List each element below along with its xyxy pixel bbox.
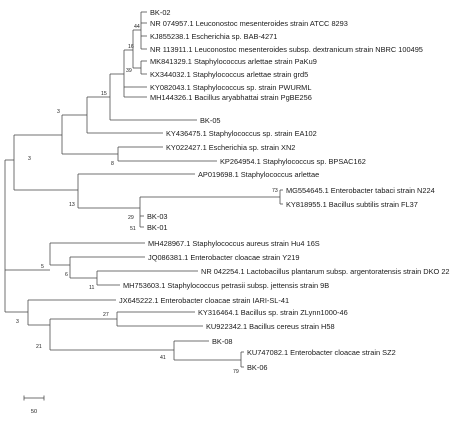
branch-clade-44 bbox=[132, 29, 141, 69]
leaf-label: MH753603.1 Staphylococcus petrasii subsp… bbox=[123, 281, 329, 290]
leaf-label: KU922342.1 Bacillus cereus strain H58 bbox=[206, 322, 335, 331]
leaf-label: BK-01 bbox=[147, 223, 168, 232]
leaf-label: KP264954.1 Staphylococcus sp. BPSAC162 bbox=[220, 157, 366, 166]
bootstrap-value: 6 bbox=[65, 272, 68, 278]
branch-ap019698 bbox=[77, 173, 195, 208]
bootstrap-value: 3 bbox=[16, 319, 19, 325]
bootstrap-value: 3 bbox=[28, 156, 31, 162]
leaf-label: AP019698.1 Staphylococcus arlettae bbox=[198, 170, 319, 179]
branch-clade-39 bbox=[109, 73, 124, 120]
branch-clade-29 bbox=[139, 196, 280, 216]
leaf-label: BK-05 bbox=[200, 116, 221, 125]
leaf-label: KY022427.1 Escherichia sp. strain XN2 bbox=[166, 143, 295, 152]
branch-ky316464 bbox=[116, 311, 195, 326]
leaf-label: MG554645.1 Enterobacter tabaci strain N2… bbox=[286, 186, 435, 195]
leaf-label: KY818955.1 Bacillus subtilis strain FL37 bbox=[286, 200, 418, 209]
bootstrap-value: 44 bbox=[134, 24, 140, 30]
bootstrap-value: 39 bbox=[126, 68, 132, 74]
branch-root bbox=[4, 159, 14, 270]
bootstrap-value: 8 bbox=[111, 161, 114, 167]
bootstrap-value: 51 bbox=[130, 226, 136, 232]
leaf-labels: BK-02 NR 074957.1 Leuconostoc mesenteroi… bbox=[119, 8, 450, 372]
bootstrap-value: 15 bbox=[101, 91, 107, 97]
leaf-label: KY316464.1 Bacillus sp. strain ZLynn1000… bbox=[198, 308, 348, 317]
branch-ku747082 bbox=[240, 351, 244, 367]
branch-bk02 bbox=[140, 11, 147, 49]
leaf-label: NR 074957.1 Leuconostoc mesenteroides st… bbox=[150, 19, 348, 28]
branches bbox=[4, 11, 283, 368]
bootstrap-value: 3 bbox=[57, 109, 60, 115]
leaf-label: BK-02 bbox=[150, 8, 171, 17]
branch-jx645222 bbox=[27, 299, 116, 325]
scale-bar: 50 bbox=[23, 395, 45, 415]
branch-bk08 bbox=[173, 340, 209, 360]
leaf-label: MH428967.1 Staphylococcus aureus strain … bbox=[148, 239, 320, 248]
bootstrap-value: 79 bbox=[233, 369, 239, 375]
branch-ky022427 bbox=[117, 146, 163, 161]
scale-bar-line bbox=[23, 395, 45, 401]
bootstrap-value: 41 bbox=[160, 355, 166, 361]
bootstrap-value: 11 bbox=[89, 285, 94, 291]
branch-clade-15 bbox=[86, 96, 110, 133]
leaf-label: KY082043.1 Staphylococcus sp. strain PWU… bbox=[150, 83, 311, 92]
branch-clade-3a bbox=[61, 114, 118, 155]
leaf-label: MH144326.1 Bacillus aryabhattai strain P… bbox=[150, 93, 312, 102]
leaf-label: JX645222.1 Enterobacter cloacae strain I… bbox=[119, 296, 289, 305]
bootstrap-value: 29 bbox=[128, 215, 134, 221]
leaf-label: KU747082.1 Enterobacter cloacae strain S… bbox=[247, 348, 396, 357]
bootstrap-value: 73 bbox=[272, 188, 278, 194]
branch-bk03 bbox=[139, 215, 144, 227]
leaf-label: NR 042254.1 Lactobacillus plantarum subs… bbox=[201, 267, 450, 276]
bootstrap-value: 13 bbox=[69, 202, 75, 208]
leaf-label: BK-08 bbox=[212, 337, 233, 346]
leaf-label: KX344032.1 Staphylococcus arlettae strai… bbox=[150, 70, 308, 79]
branch-jq086381 bbox=[69, 256, 145, 278]
branch-clade-27 bbox=[49, 318, 117, 350]
bootstrap-values: 44 16 39 15 3 8 13 73 29 51 3 5 6 11 27 … bbox=[16, 24, 278, 375]
leaf-label: KY436475.1 Staphylococcus sp. strain EA1… bbox=[166, 129, 317, 138]
leaf-label: KJ855238.1 Escherichia sp. BAB-4271 bbox=[150, 32, 277, 41]
branch-mh428967 bbox=[49, 242, 145, 265]
bootstrap-value: 16 bbox=[128, 44, 134, 50]
scale-bar-label: 50 bbox=[31, 409, 37, 415]
branch-root-3 bbox=[13, 134, 78, 191]
leaf-label: NR 113911.1 Leuconostoc mesenteroides su… bbox=[150, 45, 423, 54]
branch-clade-16 bbox=[123, 49, 133, 97]
bootstrap-value: 27 bbox=[103, 312, 109, 318]
leaf-label: BK-06 bbox=[247, 363, 268, 372]
branch-root-lower bbox=[4, 269, 50, 313]
leaf-label: JQ086381.1 Enterobacter cloacae strain Y… bbox=[148, 253, 299, 262]
leaf-label: MK841329.1 Staphylococcus arlettae strai… bbox=[150, 57, 317, 66]
bootstrap-value: 21 bbox=[36, 344, 42, 350]
leaf-label: BK-03 bbox=[147, 212, 168, 221]
bootstrap-value: 5 bbox=[41, 264, 44, 270]
branch-mk841329 bbox=[140, 60, 147, 74]
branch-mg554645 bbox=[279, 189, 283, 204]
